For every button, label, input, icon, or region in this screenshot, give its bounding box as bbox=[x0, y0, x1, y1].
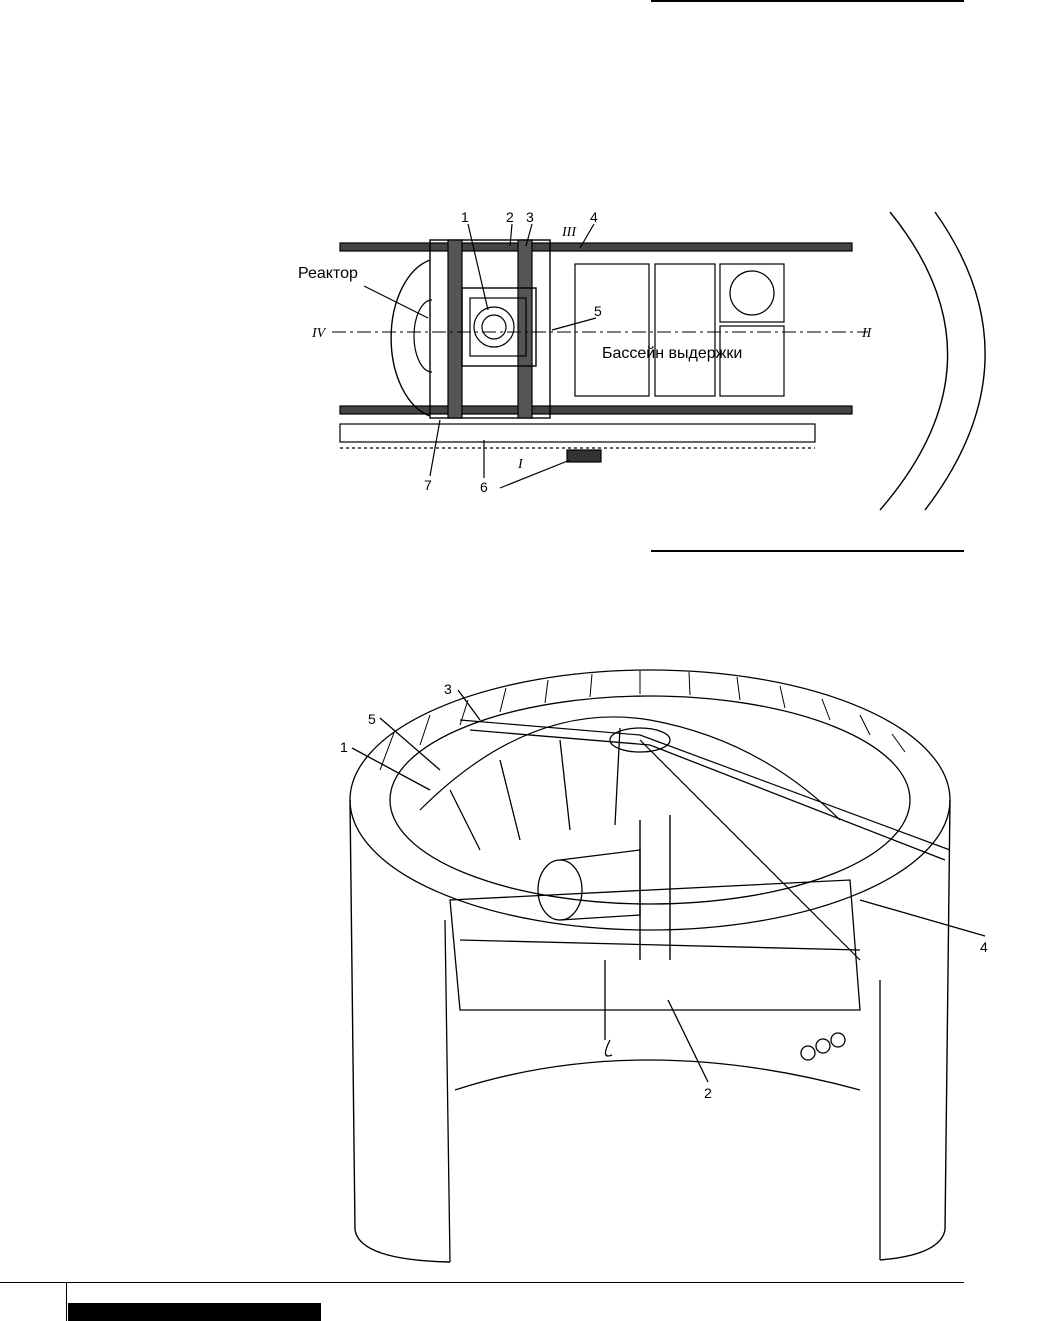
p-callout-3: 3 bbox=[444, 681, 452, 697]
p-callout-4: 4 bbox=[980, 939, 988, 955]
outer-ring bbox=[350, 670, 950, 930]
p-callout-2: 2 bbox=[704, 1085, 712, 1101]
truss-arm bbox=[460, 720, 950, 850]
bottom-thin-rule bbox=[0, 1282, 964, 1283]
bottom-vertical-rule bbox=[66, 1282, 67, 1321]
drum bbox=[538, 860, 582, 920]
bottom-thick-bar bbox=[68, 1303, 321, 1321]
hook bbox=[605, 960, 612, 1056]
inner-ring bbox=[390, 696, 910, 904]
floor-edge bbox=[455, 1060, 860, 1090]
p-callout-5: 5 bbox=[368, 711, 376, 727]
right-wall bbox=[880, 800, 950, 1260]
left-wall bbox=[350, 800, 450, 1262]
p-callout-1: 1 bbox=[340, 739, 348, 755]
dome bbox=[420, 717, 840, 820]
